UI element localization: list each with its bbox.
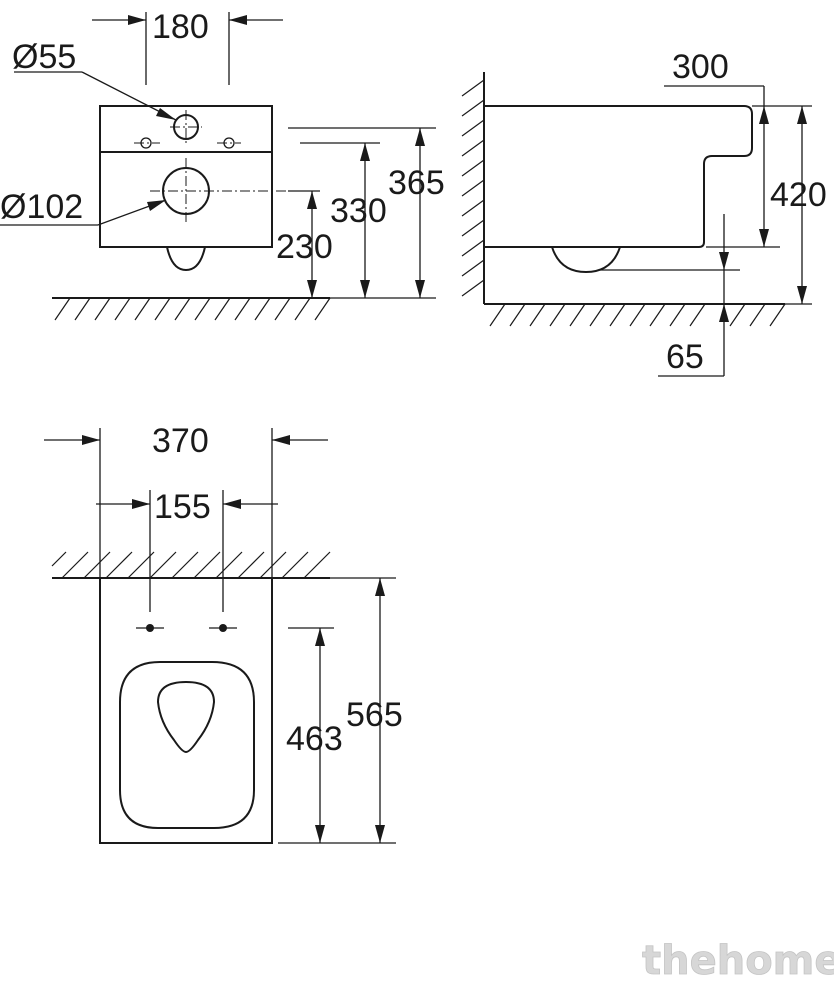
side-outlet-pipe xyxy=(551,246,621,274)
dim-330-label: 330 xyxy=(330,192,387,230)
front-bowl-body xyxy=(99,105,273,248)
front-view: 180 Ø55 Ø102 230 330 365 xyxy=(0,8,445,321)
top-view: 370 155 463 565 xyxy=(44,422,403,844)
dim-463-label: 463 xyxy=(286,720,343,758)
dim-300-label: 300 xyxy=(672,48,729,86)
side-floor-hatching xyxy=(489,303,786,327)
side-view: 300 420 65 xyxy=(461,48,827,377)
top-wall-hatching xyxy=(51,551,331,579)
toilet-seat xyxy=(119,661,255,829)
side-bowl-profile xyxy=(484,105,753,248)
dim-65-label: 65 xyxy=(666,338,704,376)
dim-pipe-diameter-label: Ø55 xyxy=(12,38,76,76)
dim-155-label: 155 xyxy=(154,488,211,526)
dim-565-label: 565 xyxy=(346,696,403,734)
front-floor-hatching xyxy=(54,297,331,321)
top-bowl-body xyxy=(99,577,273,844)
dim-180-label: 180 xyxy=(152,8,209,46)
dim-420-label: 420 xyxy=(770,176,827,214)
front-outlet-pipe xyxy=(166,246,206,272)
bowl-opening xyxy=(156,680,216,754)
dim-230-label: 230 xyxy=(276,228,333,266)
watermark-logo: thehome xyxy=(642,938,834,984)
side-wall-hatching xyxy=(461,79,485,297)
dim-370-label: 370 xyxy=(152,422,209,460)
dim-outlet-diameter-label: Ø102 xyxy=(0,188,83,226)
dim-365-label: 365 xyxy=(388,164,445,202)
